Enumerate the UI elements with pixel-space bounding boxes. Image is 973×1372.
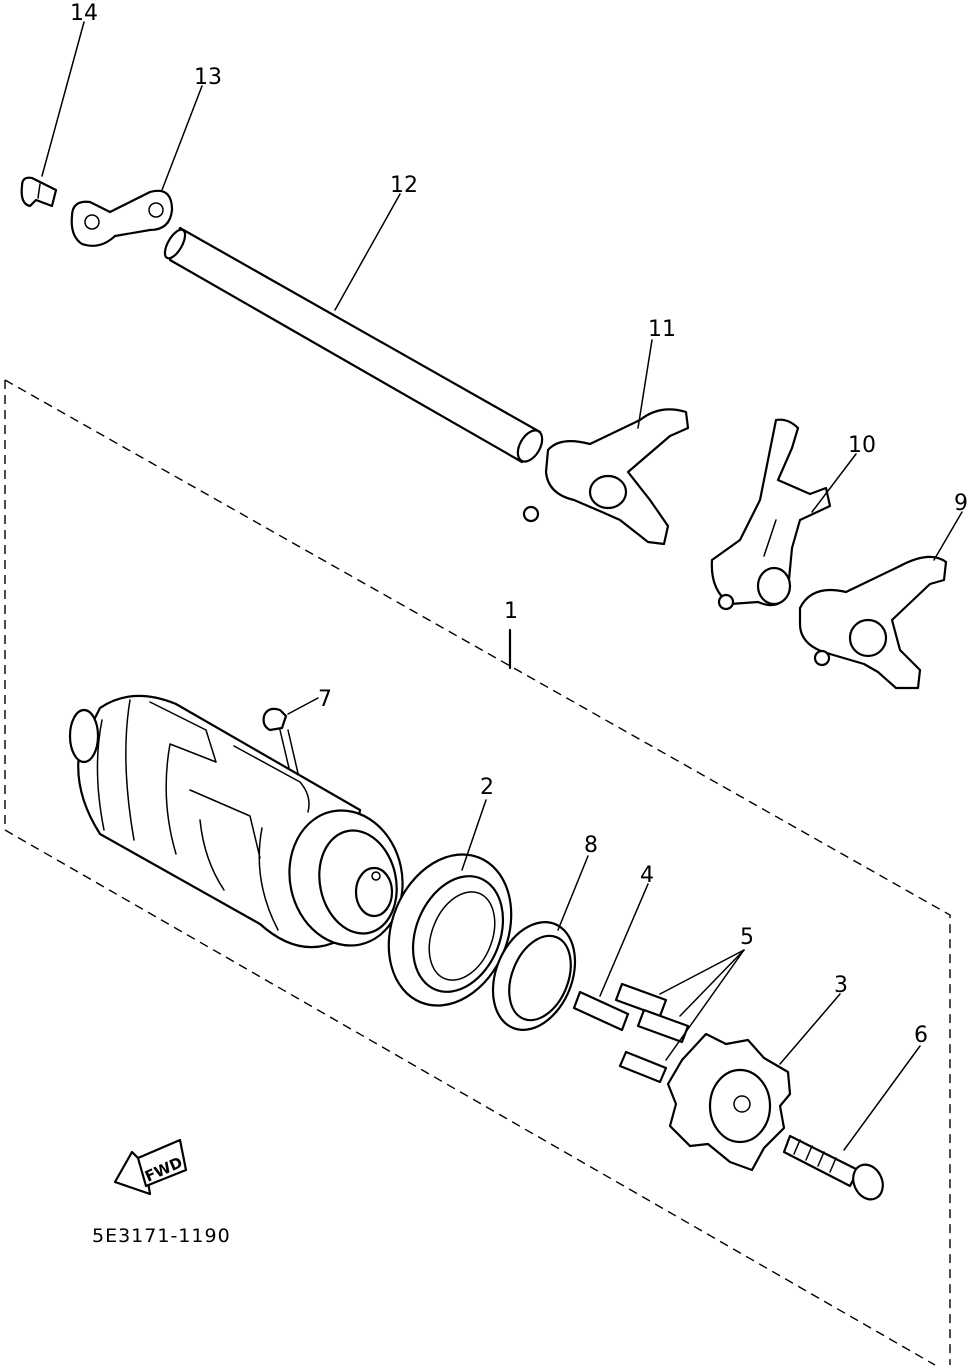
callout-2: 2 (480, 775, 494, 800)
leader-12 (334, 193, 401, 311)
leader-2 (461, 799, 487, 871)
leader-3 (779, 993, 841, 1065)
callout-13: 13 (194, 65, 222, 90)
leader-9 (933, 511, 963, 561)
callout-7: 7 (318, 687, 332, 712)
callout-14: 14 (70, 1, 98, 26)
fwd-arrow-icon (113, 1138, 188, 1196)
callout-4: 4 (640, 863, 654, 888)
part-10-shift-fork (710, 418, 832, 611)
part-5-pins (614, 982, 690, 1084)
leaders-5 (659, 949, 745, 1061)
callout-8: 8 (584, 833, 598, 858)
part-13-plate (70, 189, 174, 247)
leader-7 (287, 697, 319, 715)
shift-drum (68, 694, 404, 949)
callout-12: 12 (390, 173, 418, 198)
leader-13 (161, 85, 203, 191)
part-11-shift-fork (522, 408, 690, 546)
leader-10 (811, 453, 857, 513)
part-code: 5E3171-1190 (92, 1225, 231, 1247)
leader-8 (557, 855, 589, 931)
leader-14 (41, 21, 85, 177)
callout-10: 10 (848, 433, 876, 458)
assembly-boundary (4, 379, 951, 1366)
part-3-segment (666, 1032, 792, 1172)
part-14-screw (20, 176, 58, 208)
leader-6 (843, 1045, 921, 1151)
part-4-pin (572, 990, 630, 1032)
callout-11: 11 (648, 317, 676, 342)
part-12-shift-fork-shaft (163, 226, 544, 464)
callout-3: 3 (834, 973, 848, 998)
part-9-shift-fork (798, 555, 948, 690)
part-6-bolt (782, 1134, 884, 1201)
leader-11 (637, 339, 653, 429)
callout-1: 1 (504, 599, 518, 624)
part-8-circlip (491, 921, 577, 1031)
callout-6: 6 (914, 1023, 928, 1048)
callout-9: 9 (954, 491, 968, 516)
callout-5: 5 (740, 925, 754, 950)
callout-labels: 14 13 12 11 10 9 1 7 2 8 4 5 3 6 (70, 1, 968, 1048)
leader-4 (599, 883, 649, 997)
